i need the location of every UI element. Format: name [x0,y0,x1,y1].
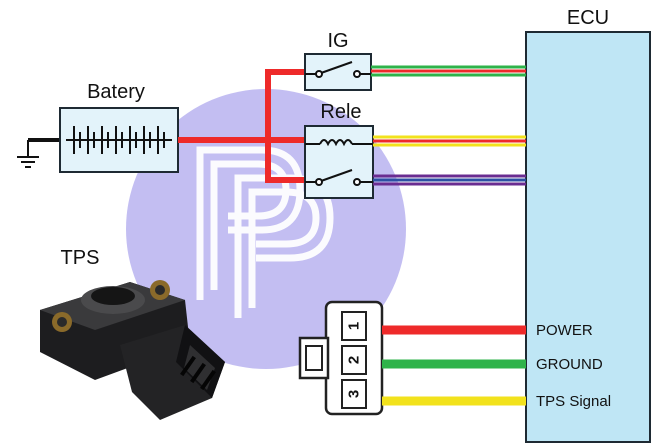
ecu-pin-ground: GROUND [536,356,603,373]
ecu-pin-power: POWER [536,322,593,339]
relay: Rele [304,101,374,199]
connector-pin-1: 1 [346,322,363,330]
ecu-label: ECU [567,7,609,29]
ig-label: IG [327,30,348,52]
ecu-box [525,31,651,443]
relay-coil-icon [305,139,373,147]
relay-switch-wires [373,174,526,186]
connector-pin-3: 3 [346,390,363,398]
connector-pin-2: 2 [346,356,363,364]
ecu-pin-labels: POWER GROUND TPS Signal [536,322,611,410]
tps-connector-plug: 1 2 3 [298,300,384,416]
ig-switch-icon [305,61,371,78]
battery: Batery [59,81,179,173]
relay-box [304,125,374,199]
ig-wires [371,65,526,77]
relay-coil-wires [373,135,526,147]
power-wiring [178,69,305,183]
relay-switch-icon [305,169,373,186]
relay-label: Rele [320,101,361,123]
connector-pin-cavity-1 [341,311,367,341]
connector-pin-cavity-2 [341,345,367,375]
tps-label: TPS [61,247,100,269]
ig-box [304,53,372,91]
tps-sensor-image [40,280,225,420]
ground-symbol [17,138,62,168]
battery-cells-icon [66,126,172,154]
ecu-block: ECU [525,7,651,443]
battery-label: Batery [87,81,145,103]
ig-switch: IG [304,30,372,91]
signal-wires [382,325,526,406]
ecu-pin-tps-signal: TPS Signal [536,393,611,410]
connector-pin-cavity-3 [341,379,367,409]
